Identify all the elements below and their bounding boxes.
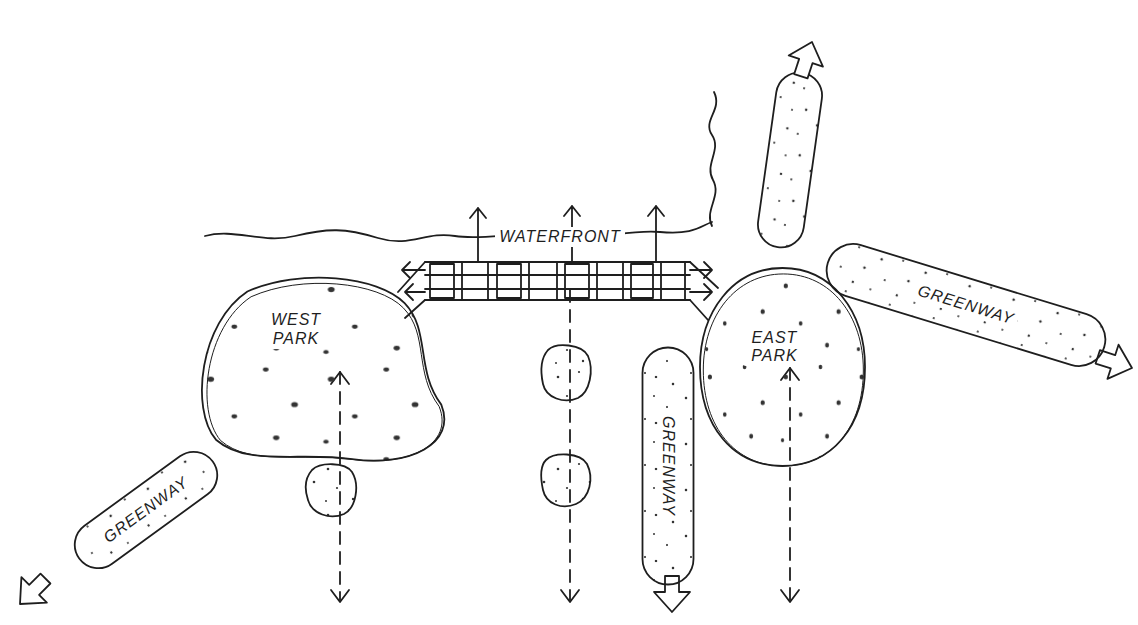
greenway-label: GREENWAY [911,279,1020,330]
park-area: WEST PARK [195,272,457,467]
shoreline [709,92,716,226]
greenway-label: GREENWAY [96,470,195,550]
park-outline [700,268,865,466]
park-area: EAST PARK [700,268,865,466]
building-strip [398,262,718,320]
greenway-band: GREENWAY [641,346,695,586]
greenway-band: GREENWAY [63,440,228,579]
park-outline [195,272,457,467]
direction-arrow [784,36,829,81]
direction-arrow [7,566,58,617]
greenway-band [755,70,825,251]
greenway-label: GREENWAY [658,412,678,520]
area-label: WATERFRONT [495,227,624,247]
shoreline [205,222,712,241]
view-arrow [402,206,712,300]
park-name: WEST PARK [264,310,328,349]
park-name: EAST PARK [743,328,807,367]
